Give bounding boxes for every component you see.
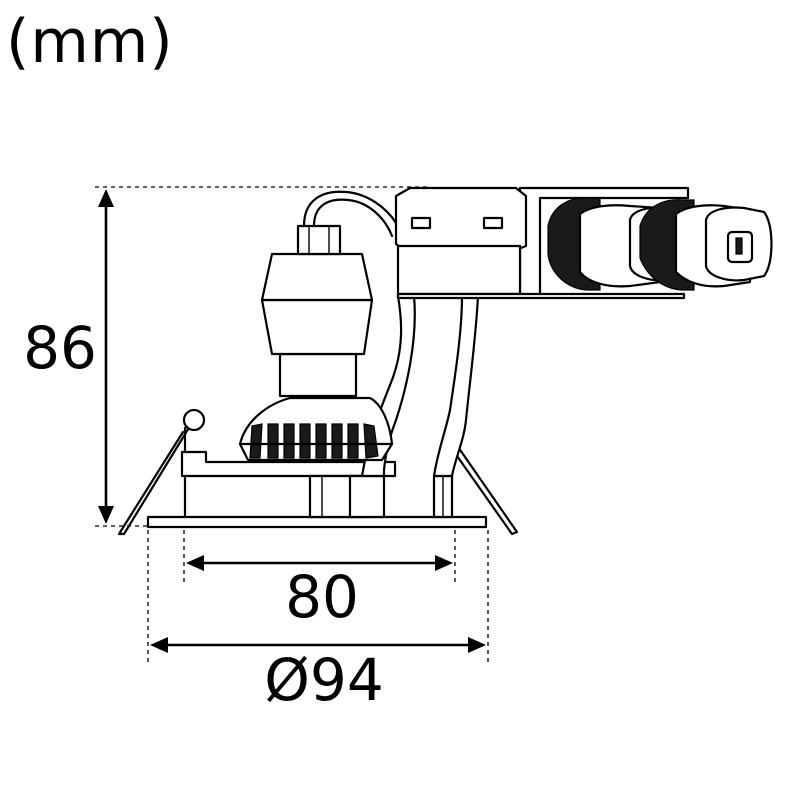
unit-label: (mm) xyxy=(6,7,174,77)
lamp-connector xyxy=(260,252,374,302)
diameter-dimension: Ø94 xyxy=(147,530,489,714)
diameter-arrow-left xyxy=(150,637,168,653)
lamp-socket xyxy=(260,298,374,356)
base-support-right xyxy=(348,474,386,519)
diameter-arrow-right xyxy=(468,637,486,653)
lamp-neck xyxy=(278,352,358,398)
height-dimension: 86 xyxy=(23,186,430,527)
spring-pivot-left xyxy=(182,408,206,432)
height-arrow-top xyxy=(98,189,114,207)
terminal-slot-left xyxy=(410,216,432,230)
downlight-housing xyxy=(117,294,519,536)
driver-base-rail xyxy=(396,292,686,300)
terminal-slot-right xyxy=(482,216,504,230)
cutout-arrow-right xyxy=(435,555,453,571)
heatsink-fins xyxy=(249,423,379,459)
connector-pin-right xyxy=(735,237,743,255)
cutout-arrow-left xyxy=(186,555,204,571)
connectors xyxy=(547,197,773,291)
lamp xyxy=(238,224,394,462)
cutout-dimension: 80 xyxy=(183,530,456,631)
bracket-arm-right xyxy=(432,294,480,478)
cutout-value: 80 xyxy=(285,563,359,631)
cable xyxy=(302,190,402,238)
height-arrow-bottom xyxy=(98,506,114,524)
driver-box xyxy=(394,186,690,300)
diameter-value: Ø94 xyxy=(264,646,383,714)
driver-body xyxy=(396,244,522,296)
spring-clip-right xyxy=(448,442,519,536)
height-value: 86 xyxy=(23,314,97,382)
cable-grommet xyxy=(296,224,342,256)
base-plate xyxy=(180,450,397,478)
spring-clip-left xyxy=(117,424,192,536)
trim-flange xyxy=(146,515,488,529)
